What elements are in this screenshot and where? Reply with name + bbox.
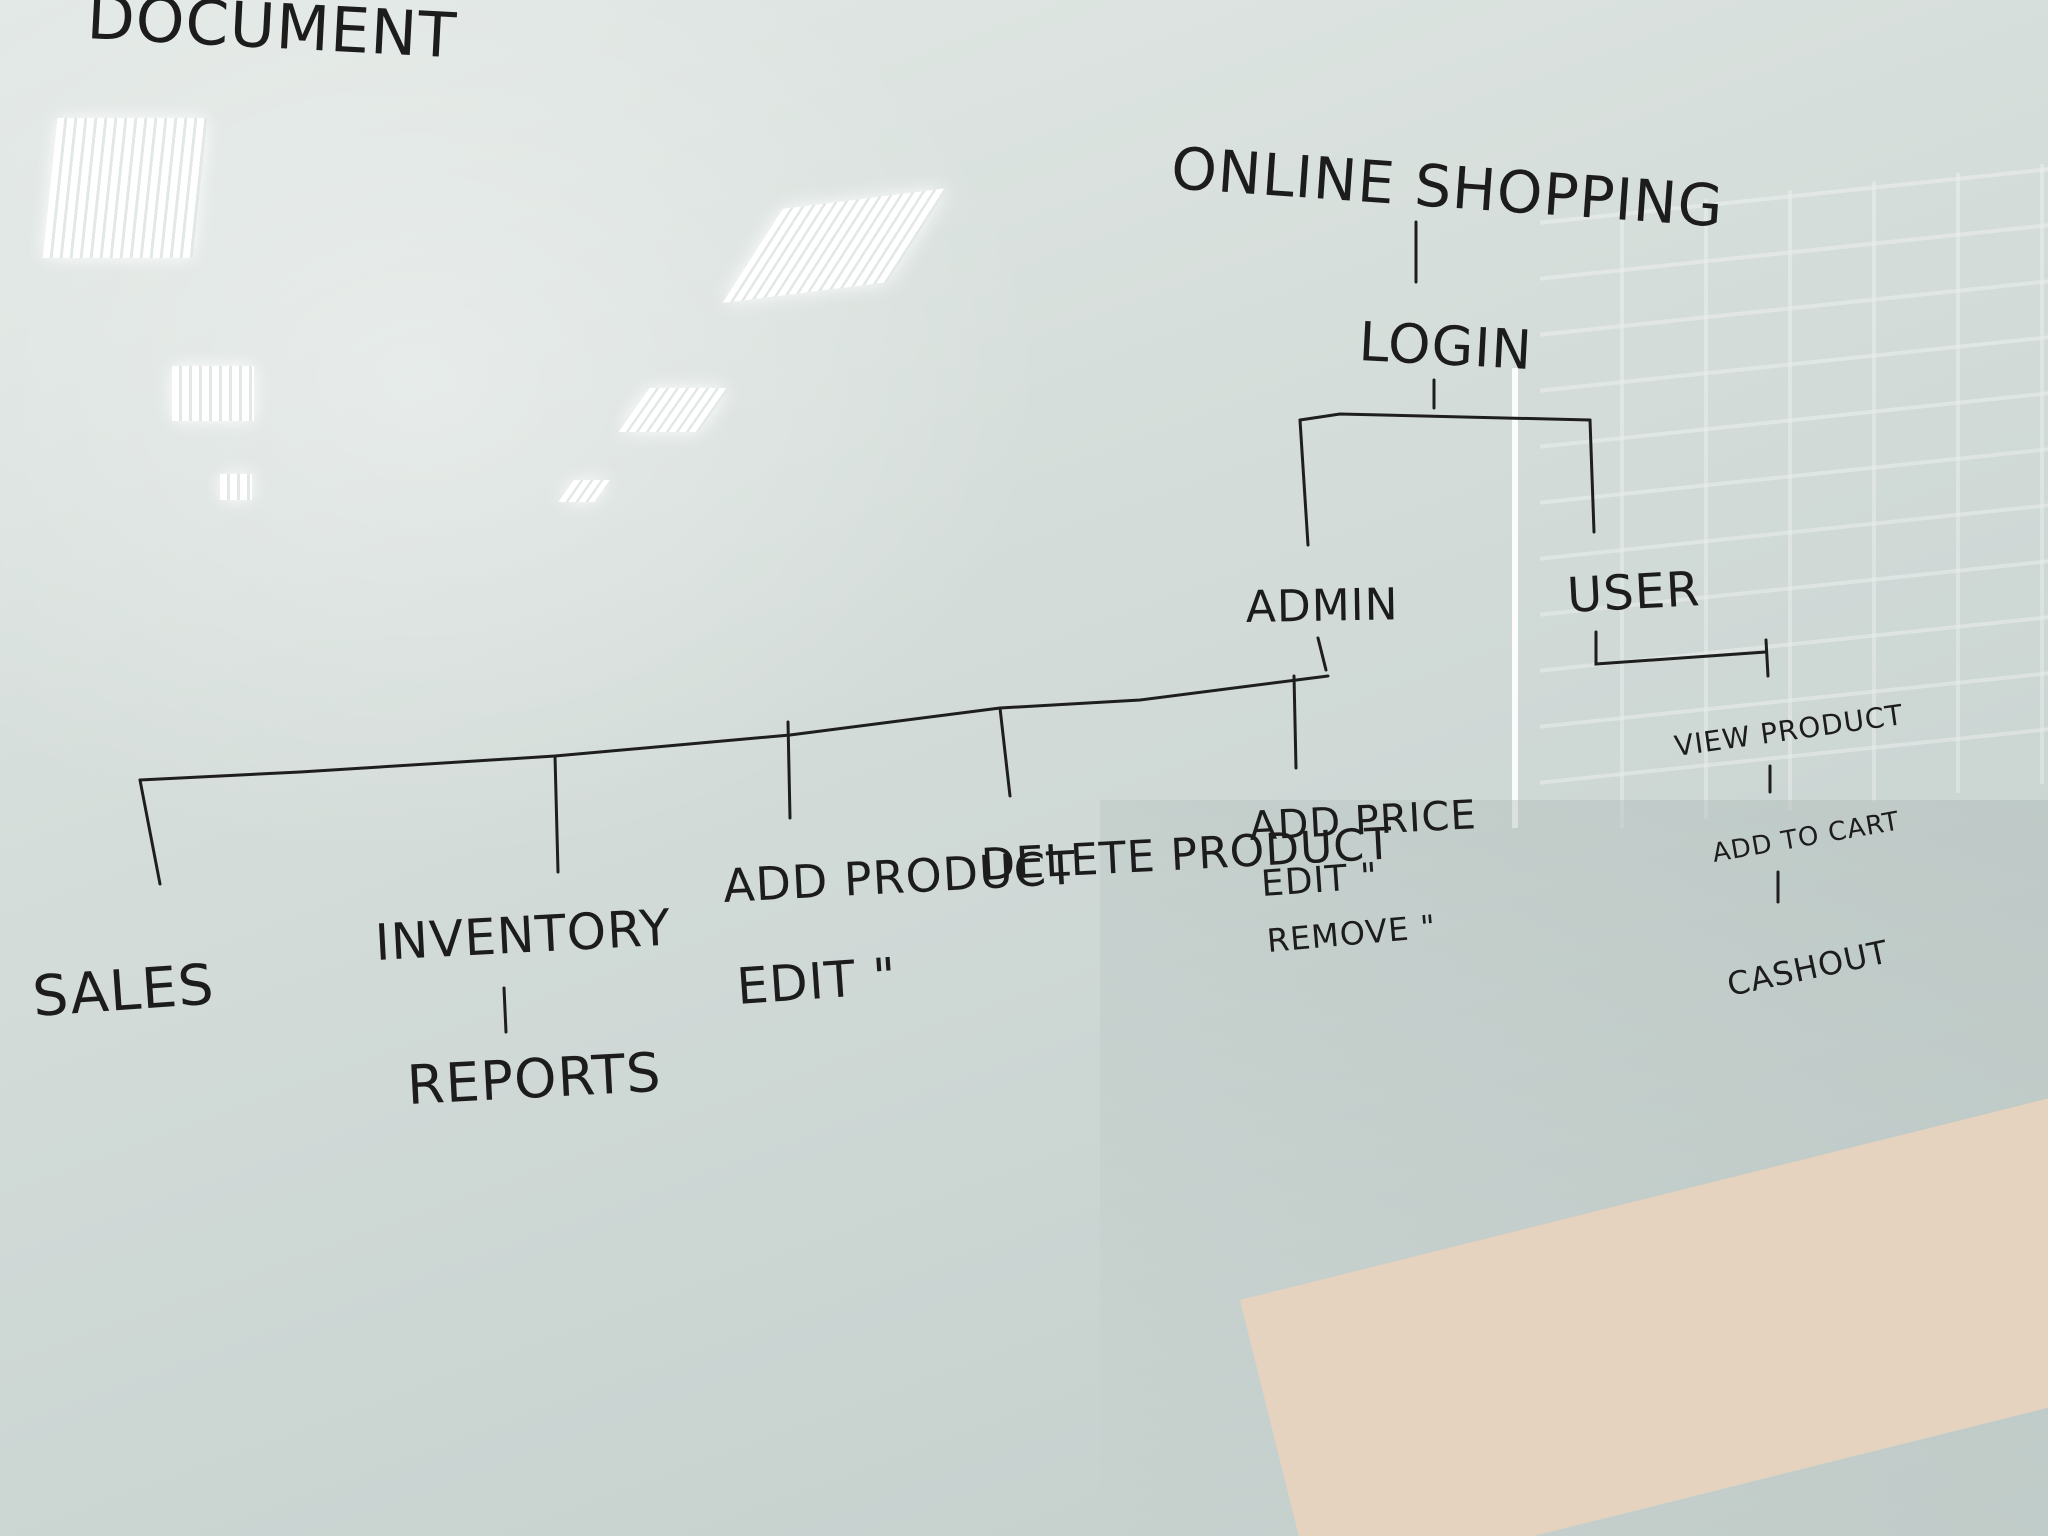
connector-to-add-product [786,720,792,820]
connector-admin-children-horizontal [138,674,1330,782]
add-to-cart-node-label: ADD TO CART [1710,806,1902,868]
admin-node-label: ADMIN [1245,579,1399,633]
user-node-label: USER [1566,561,1702,624]
connector-user-down [1594,630,1768,666]
ceiling-light-reflection [220,474,252,500]
sales-node-label: SALES [30,952,216,1030]
reports-node-label: REPORTS [405,1041,663,1117]
ceiling-light-reflection [172,366,254,421]
add-price-node-label: ADD PRICE [1248,792,1478,850]
connector-to-delete-product [998,706,1012,798]
inventory-node-label: INVENTORY [374,899,673,972]
connector-to-add-price [1292,674,1298,770]
add-price-edit-label: EDIT " [1260,856,1380,905]
connector-to-view-product [1764,638,1770,678]
add-price-remove-label: REMOVE " [1265,907,1437,960]
login-node-label: LOGIN [1357,310,1534,382]
connector-to-user [1588,418,1596,534]
connector-to-inventory [553,754,560,874]
root-node-label: ONLINE SHOPPING [1169,134,1726,240]
cashout-node-label: CASHOUT [1724,933,1892,1004]
view-product-node-label: VIEW PRODUCT [1672,698,1905,763]
connector-to-admin [1298,418,1310,547]
add-product-edit-label: EDIT " [735,947,899,1016]
connector-branch-horizontal [1298,412,1592,422]
corner-label: DOCUMENT [85,0,459,72]
connector-admin-down [1316,636,1328,672]
connector-to-sales [138,778,162,886]
inventory-reports-tick [502,986,508,1034]
